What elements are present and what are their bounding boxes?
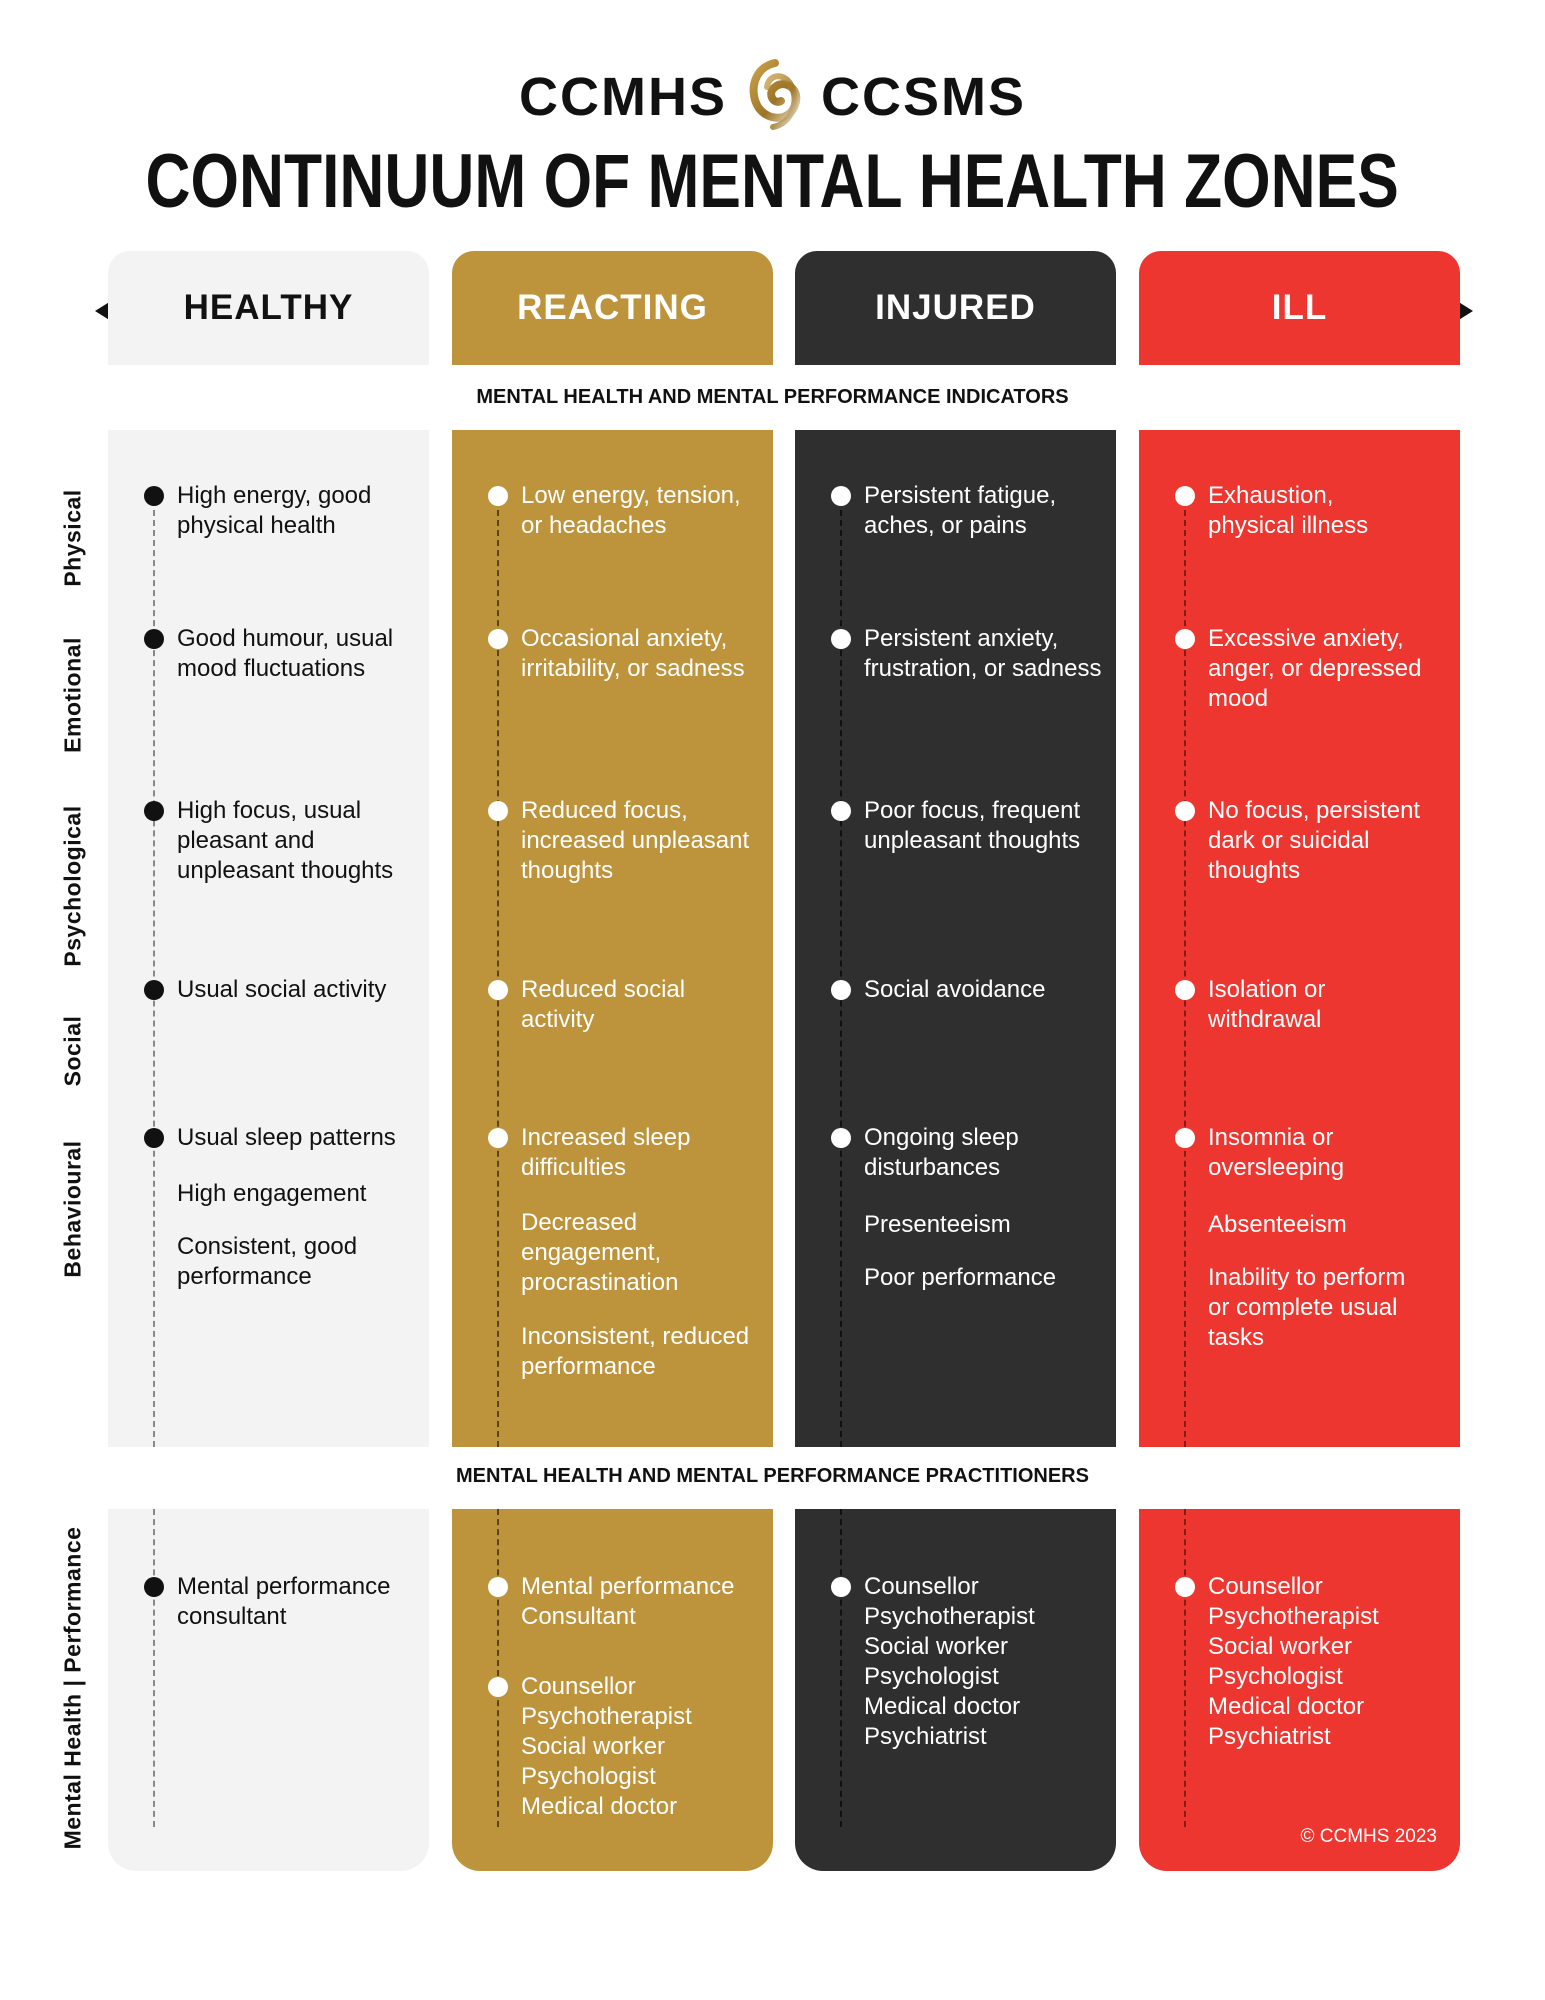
timeline-dashed-line (153, 490, 155, 1447)
indicators-item: Inability to perform or complete usual t… (1208, 1264, 1406, 1351)
indicators-panel-ill (1139, 430, 1460, 1447)
timeline-dashed-line (497, 1509, 499, 1827)
indicators-item: Reduced social activity (521, 976, 686, 1033)
indicators-item: Occasional anxiety, irritability, or sad… (521, 625, 745, 682)
bullet-dot (488, 1577, 508, 1597)
logo-right-text: CCSMS (820, 67, 1026, 127)
indicators-item: Inconsistent, reduced performance (521, 1323, 750, 1380)
bullet-dot (144, 486, 164, 506)
timeline-dashed-line (1184, 490, 1186, 1447)
bullet-dot (831, 1577, 851, 1597)
indicators-item: No focus, persistent dark or suicidal th… (1208, 797, 1421, 884)
indicators-item: Good humour, usual mood fluctuations (177, 625, 394, 682)
row-label-physical: Physical (59, 489, 86, 587)
row-label-practitioners: Mental Health | Performance (59, 1526, 86, 1850)
column-header-healthy: HEALTHY (108, 251, 429, 365)
bullet-dot (488, 1677, 508, 1697)
bullet-dot (831, 1128, 851, 1148)
indicators-item: Usual social activity (177, 976, 387, 1003)
bullet-dot (144, 1128, 164, 1148)
practitioners-panel-ill (1139, 1509, 1460, 1871)
indicators-item: Increased sleep difficulties (521, 1124, 691, 1181)
column-header-injured: INJURED (795, 251, 1116, 365)
indicators-item: High energy, good physical health (177, 482, 372, 539)
practitioners-panel-healthy (108, 1509, 429, 1871)
indicators-item: Reduced focus, increased unpleasant thou… (521, 797, 750, 884)
bullet-dot (1175, 486, 1195, 506)
indicators-item: Exhaustion, physical illness (1208, 482, 1369, 539)
practitioners-item: Counsellor Psychotherapist Social worker… (864, 1573, 1035, 1750)
row-label-social: Social (59, 1015, 86, 1087)
indicators-item: Presenteeism (864, 1211, 1011, 1238)
column-header-reacting: REACTING (452, 251, 773, 365)
gold-spiral-icon (745, 58, 803, 136)
bullet-dot (488, 486, 508, 506)
indicators-item: Social avoidance (864, 976, 1046, 1003)
logo-left-text: CCMHS (518, 67, 727, 127)
indicators-item: Absenteeism (1208, 1211, 1347, 1238)
indicators-item: Consistent, good performance (177, 1233, 358, 1290)
practitioners-item: Counsellor Psychotherapist Social worker… (521, 1673, 692, 1820)
timeline-dashed-line (1184, 1509, 1186, 1827)
bullet-dot (1175, 1128, 1195, 1148)
timeline-dashed-line (840, 1509, 842, 1827)
practitioners-item: Mental performance Consultant (521, 1573, 735, 1630)
indicators-item: Usual sleep patterns (177, 1124, 396, 1151)
bullet-dot (488, 801, 508, 821)
indicators-panel-injured (795, 430, 1116, 1447)
page-title-text: CONTINUUM OF MENTAL HEALTH ZONES (145, 139, 1400, 224)
column-header-ill: ILL (1139, 251, 1460, 365)
bullet-dot (831, 801, 851, 821)
indicators-item: Isolation or withdrawal (1208, 976, 1326, 1033)
bullet-dot (1175, 980, 1195, 1000)
bullet-dot (144, 801, 164, 821)
row-label-behavioural: Behavioural (59, 1140, 86, 1278)
bullet-dot (488, 1128, 508, 1148)
practitioners-panel-injured (795, 1509, 1116, 1871)
copyright: © CCMHS 2023 (1300, 1826, 1438, 1847)
timeline-dashed-line (840, 490, 842, 1447)
bullet-dot (488, 980, 508, 1000)
indicators-item: High focus, usual pleasant and unpleasan… (177, 797, 394, 884)
practitioners-item: Counsellor Psychotherapist Social worker… (1208, 1573, 1379, 1750)
indicators-item: Poor focus, frequent unpleasant thoughts (864, 797, 1081, 854)
timeline-dashed-line (153, 1509, 155, 1827)
indicators-item: Decreased engagement, procrastination (521, 1209, 679, 1296)
timeline-dashed-line (497, 490, 499, 1447)
bullet-dot (144, 1577, 164, 1597)
indicators-section-label: MENTAL HEALTH AND MENTAL PERFORMANCE IND… (476, 386, 1069, 408)
indicators-item: Ongoing sleep disturbances (864, 1124, 1019, 1181)
indicators-item: High engagement (177, 1180, 367, 1207)
bullet-dot (831, 629, 851, 649)
indicators-item: Poor performance (864, 1264, 1057, 1291)
bullet-dot (1175, 801, 1195, 821)
bullet-dot (144, 980, 164, 1000)
row-label-psychological: Psychological (59, 805, 86, 967)
row-label-emotional: Emotional (59, 637, 86, 753)
bullet-dot (1175, 629, 1195, 649)
practitioners-section-label: MENTAL HEALTH AND MENTAL PERFORMANCE PRA… (456, 1465, 1089, 1487)
indicators-item: Persistent fatigue, aches, or pains (864, 482, 1057, 539)
indicators-panel-healthy (108, 430, 429, 1447)
indicators-item: Low energy, tension, or headaches (521, 482, 741, 539)
bullet-dot (831, 980, 851, 1000)
page-title: CONTINUUM OF MENTAL HEALTH ZONES (0, 138, 1545, 225)
practitioners-item: Mental performance consultant (177, 1573, 391, 1630)
bullet-dot (144, 629, 164, 649)
indicators-item: Insomnia or oversleeping (1208, 1124, 1345, 1181)
logo: CCMHS CCSMS (0, 58, 1545, 132)
bullet-dot (488, 629, 508, 649)
indicators-panel-reacting (452, 430, 773, 1447)
bullet-dot (1175, 1577, 1195, 1597)
bullet-dot (831, 486, 851, 506)
indicators-item: Excessive anxiety, anger, or depressed m… (1208, 625, 1422, 712)
indicators-item: Persistent anxiety, frustration, or sadn… (864, 625, 1102, 682)
